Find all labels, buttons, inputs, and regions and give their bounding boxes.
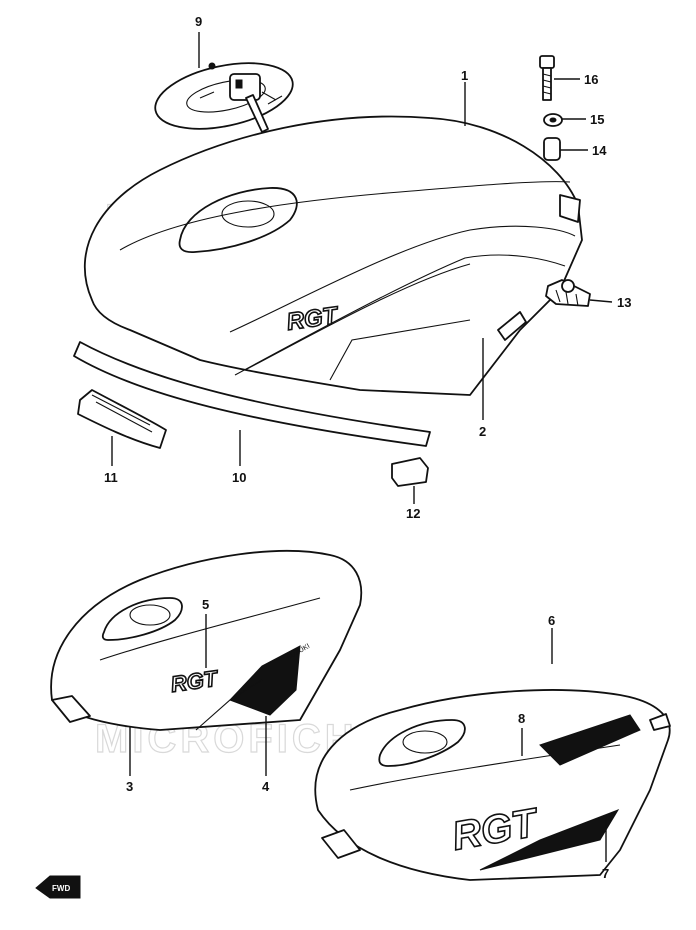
- bolt: [539, 55, 555, 101]
- washer: [543, 113, 563, 127]
- callout-2: 2: [479, 424, 486, 439]
- callout-11: 11: [104, 470, 118, 485]
- fwd-arrow-icon: FWD: [35, 875, 81, 899]
- tank-logo: RGT: [285, 302, 341, 336]
- callout-labels: 1 2 3 4 5 6 7 8 9 10 11 12 13 14 15 16: [104, 14, 631, 881]
- fuel-cap-assembly: [154, 62, 294, 133]
- callout-9: 9: [195, 14, 202, 29]
- callout-4: 4: [262, 779, 270, 794]
- callout-7: 7: [602, 866, 609, 881]
- callout-13: 13: [617, 295, 631, 310]
- callout-1: 1: [461, 68, 468, 83]
- callout-16: 16: [584, 72, 598, 87]
- fuel-tank-variant-right: RGT: [314, 689, 671, 881]
- callout-15: 15: [590, 112, 604, 127]
- callout-8: 8: [518, 711, 525, 726]
- callout-12: 12: [406, 506, 420, 521]
- variant-right-logo: RGT: [449, 800, 543, 859]
- fuel-tank-main: RGT: [83, 115, 583, 396]
- trim-strip: [73, 341, 431, 447]
- callout-10: 10: [232, 470, 246, 485]
- callout-5: 5: [202, 597, 209, 612]
- collar: [543, 137, 561, 161]
- callout-3: 3: [126, 779, 133, 794]
- rubber-cushion: [77, 389, 167, 449]
- rear-bracket: [545, 279, 591, 307]
- callout-14: 14: [592, 143, 607, 158]
- callout-6: 6: [548, 613, 555, 628]
- leader-lines: [111, 32, 613, 862]
- small-cushion: [391, 457, 429, 487]
- fwd-label: FWD: [52, 884, 70, 893]
